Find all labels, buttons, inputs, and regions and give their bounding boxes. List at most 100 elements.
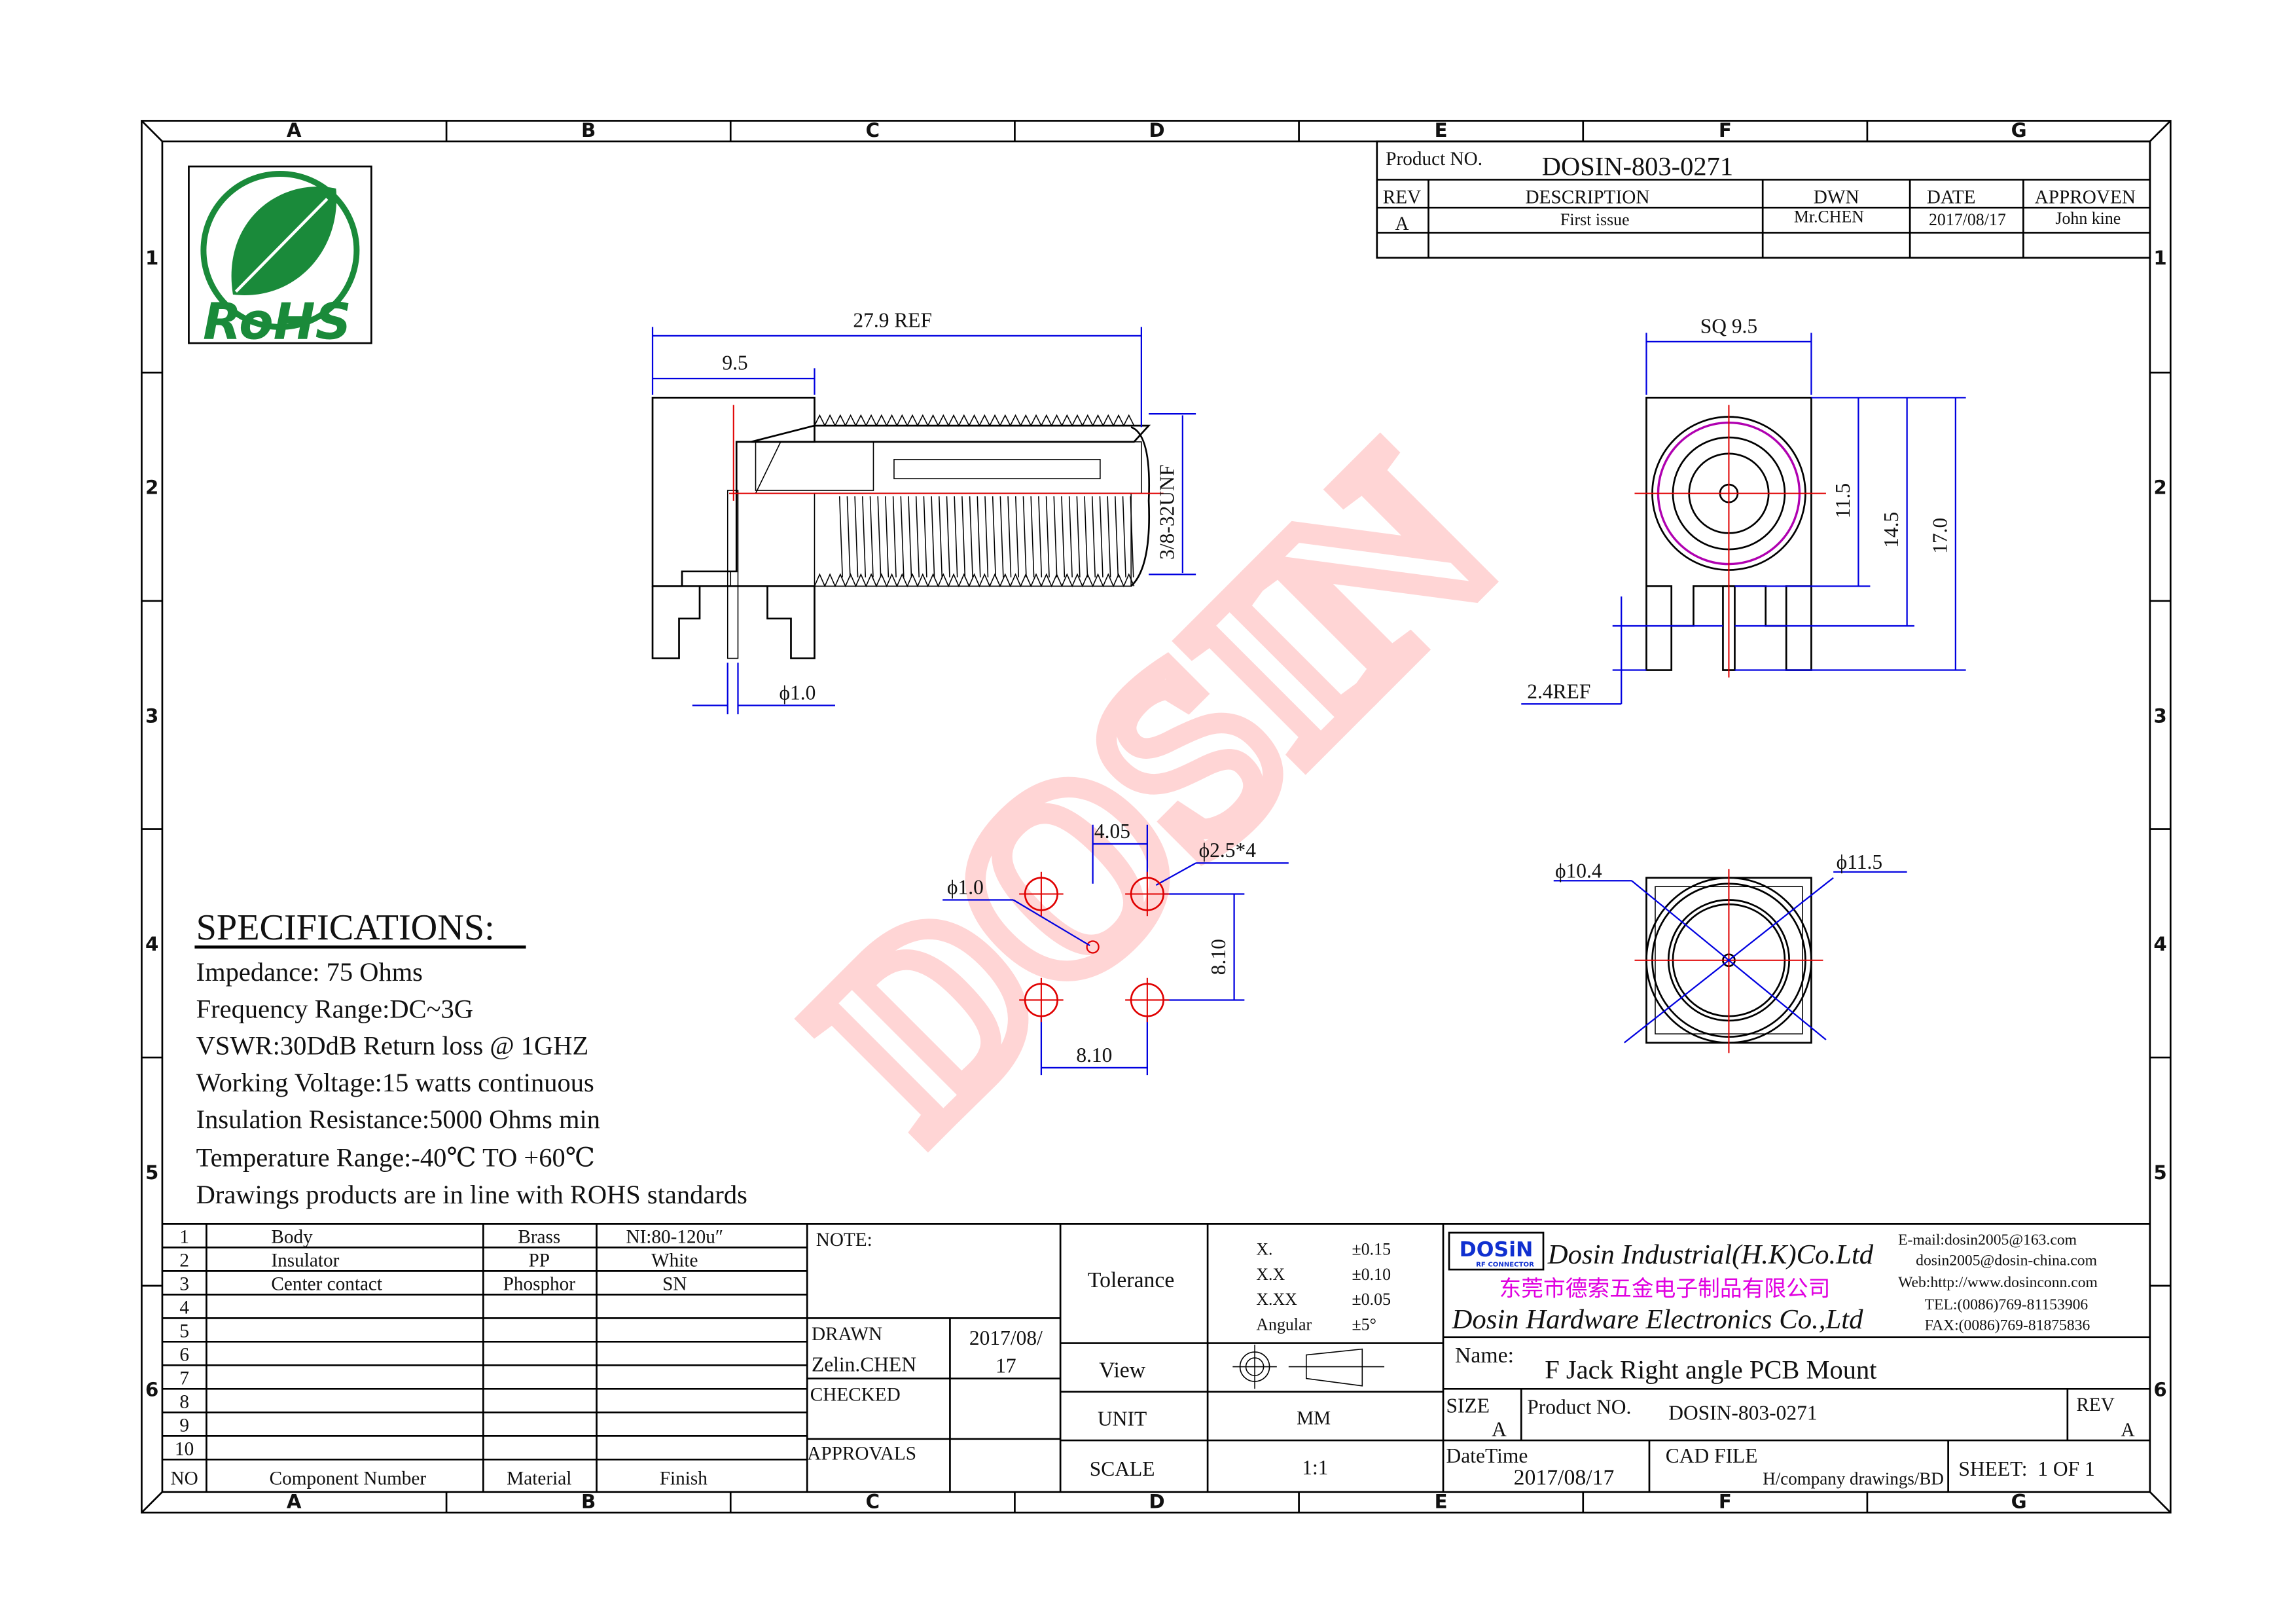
svg-text:View: View [1099, 1358, 1146, 1382]
dim-pcb-center-dia: ϕ1.0 [947, 875, 984, 898]
dim-overall-length: 27.9 REF [853, 308, 932, 331]
dim-bottom-d1: ϕ10.4 [1555, 860, 1602, 883]
svg-text:±5°: ±5° [1352, 1315, 1376, 1334]
drawn-by: Zelin.CHEN [812, 1353, 916, 1376]
spec-line: Working Voltage:15 watts continuous [196, 1068, 594, 1097]
svg-text:Finish: Finish [660, 1468, 708, 1489]
svg-text:DOSiN: DOSiN [1460, 1238, 1534, 1262]
svg-text:1: 1 [179, 1227, 189, 1248]
bom-row: 6 [179, 1345, 189, 1366]
specifications: SPECIFICATIONS: Impedance: 75 Ohms Frequ… [194, 907, 747, 1209]
pcb-hole [1019, 871, 1064, 917]
svg-text:A: A [1492, 1417, 1507, 1440]
grid-column-label: F [1719, 1491, 1732, 1513]
company-name-hk: Dosin Industrial(H.K)Co.Ltd [1547, 1239, 1874, 1270]
company-name-en: Dosin Hardware Electronics Co.,Ltd [1452, 1304, 1864, 1335]
company-tel: TEL:(0086)769-81153906 [1925, 1296, 2089, 1313]
front-view-drawing: SQ 9.5 11.5 14.5 17.0 2.4REF [1521, 314, 1966, 705]
svg-text:Phosphor: Phosphor [503, 1274, 576, 1295]
svg-text:PP: PP [529, 1250, 550, 1271]
svg-text:SCALE: SCALE [1090, 1457, 1155, 1480]
dim-pcb-hole-dia: ϕ2.5*4 [1199, 839, 1257, 862]
dim-body-length: 9.5 [722, 352, 747, 374]
spec-line: Impedance: 75 Ohms [196, 957, 423, 987]
svg-text:RF CONNECTOR: RF CONNECTOR [1476, 1262, 1534, 1269]
bom-row: 10 [175, 1439, 194, 1460]
spec-line: Temperature Range:-40℃ TO +60℃ [196, 1143, 595, 1173]
grid-row-label: 3 [145, 704, 158, 727]
dim-front-h2: 14.5 [1880, 512, 1903, 548]
svg-text:7: 7 [179, 1368, 189, 1389]
svg-text:3: 3 [179, 1274, 189, 1295]
company-email: E-mail:dosin2005@163.com [1898, 1231, 2077, 1249]
grid-row-label: 6 [2153, 1379, 2166, 1401]
svg-text:CHECKED: CHECKED [810, 1384, 901, 1405]
grid-column-label: C [866, 119, 880, 141]
grid-column-label: A [287, 119, 302, 141]
grid-row-label: 2 [145, 477, 158, 499]
spec-line: VSWR:30DdB Return loss @ 1GHZ [196, 1031, 589, 1061]
pcb-layout-drawing: 4.05 ϕ2.5*4 ϕ1.0 8.10 8.10 [942, 820, 1289, 1076]
pcb-hole [1125, 871, 1170, 917]
product-no-label: Product NO. [1386, 149, 1482, 170]
svg-text:Material: Material [507, 1468, 571, 1489]
grid-row-label: 5 [145, 1161, 158, 1184]
grid-column-label: E [1435, 119, 1448, 141]
dim-pcb-pitch-y: 8.10 [1207, 939, 1230, 975]
svg-text:9: 9 [179, 1415, 189, 1436]
note-label: NOTE: [816, 1230, 872, 1250]
dim-front-ref: 2.4REF [1527, 680, 1590, 702]
sheet-number: SHEET: 1 OF 1 [1958, 1457, 2094, 1480]
revision-block: Product NO. DOSIN-803-0271 REV DESCRIPTI… [1376, 140, 2151, 259]
dim-pin-dia: ϕ1.0 [779, 682, 816, 704]
svg-text:APPROVEN: APPROVEN [2035, 187, 2136, 208]
svg-text:±0.10: ±0.10 [1352, 1265, 1391, 1284]
svg-text:White: White [651, 1250, 698, 1271]
grid-column-label: B [581, 119, 596, 141]
grid-column-label: F [1719, 119, 1732, 141]
svg-text:SN: SN [662, 1274, 687, 1295]
svg-text:NI:80-120u″: NI:80-120u″ [626, 1227, 723, 1248]
grid-row-label: 1 [2153, 247, 2166, 269]
dim-front-h1: 11.5 [1831, 483, 1854, 519]
grid-column-label: G [2011, 119, 2027, 141]
svg-text:Name:: Name: [1455, 1343, 1514, 1368]
svg-text:MM: MM [1297, 1408, 1331, 1429]
dim-bottom-d2: ϕ11.5 [1837, 850, 1883, 873]
svg-text:Component Number: Component Number [270, 1468, 427, 1489]
svg-text:X.: X. [1256, 1240, 1272, 1259]
svg-text:DATE: DATE [1927, 187, 1976, 208]
rev-row: A [1395, 213, 1408, 234]
bottom-view-drawing: ϕ10.4 ϕ11.5 [1553, 850, 1907, 1053]
spec-line: Frequency Range:DC~3G [196, 994, 473, 1023]
bom-row: 9 [179, 1415, 189, 1436]
grid-column-label: A [287, 1491, 302, 1513]
grid-column-label: E [1435, 1491, 1448, 1513]
svg-text:Body: Body [271, 1227, 313, 1248]
grid-column-label: C [866, 1491, 880, 1513]
svg-text:Tolerance: Tolerance [1088, 1268, 1174, 1292]
svg-text:8: 8 [179, 1392, 189, 1413]
grid-column-label: B [581, 1491, 596, 1513]
grid-row-label: 3 [2153, 704, 2166, 727]
side-view-drawing: 27.9 REF 9.5 3/8-32UNF ϕ1.0 [651, 308, 1196, 715]
svg-text:10: 10 [175, 1439, 194, 1460]
dim-front-square: SQ 9.5 [1700, 314, 1757, 337]
svg-text:±0.15: ±0.15 [1352, 1240, 1391, 1259]
svg-text:1:1: 1:1 [1302, 1456, 1328, 1479]
spec-line: Drawings products are in line with ROHS … [196, 1180, 747, 1209]
svg-text:Angular: Angular [1256, 1315, 1312, 1334]
svg-text:DateTime: DateTime [1446, 1444, 1528, 1467]
cad-path: H/company drawings/BD [1763, 1469, 1944, 1489]
grid-row-label: 1 [145, 247, 158, 269]
svg-text:RoHS: RoHS [203, 293, 351, 351]
company-web: Web:http://www.dosinconn.com [1898, 1274, 2098, 1291]
grid-column-label: G [2011, 1491, 2027, 1513]
svg-text:4: 4 [179, 1298, 189, 1319]
company-block: DOSiN RF CONNECTOR Dosin Industrial(H.K)… [1443, 1231, 2150, 1492]
svg-text:5: 5 [179, 1321, 189, 1342]
